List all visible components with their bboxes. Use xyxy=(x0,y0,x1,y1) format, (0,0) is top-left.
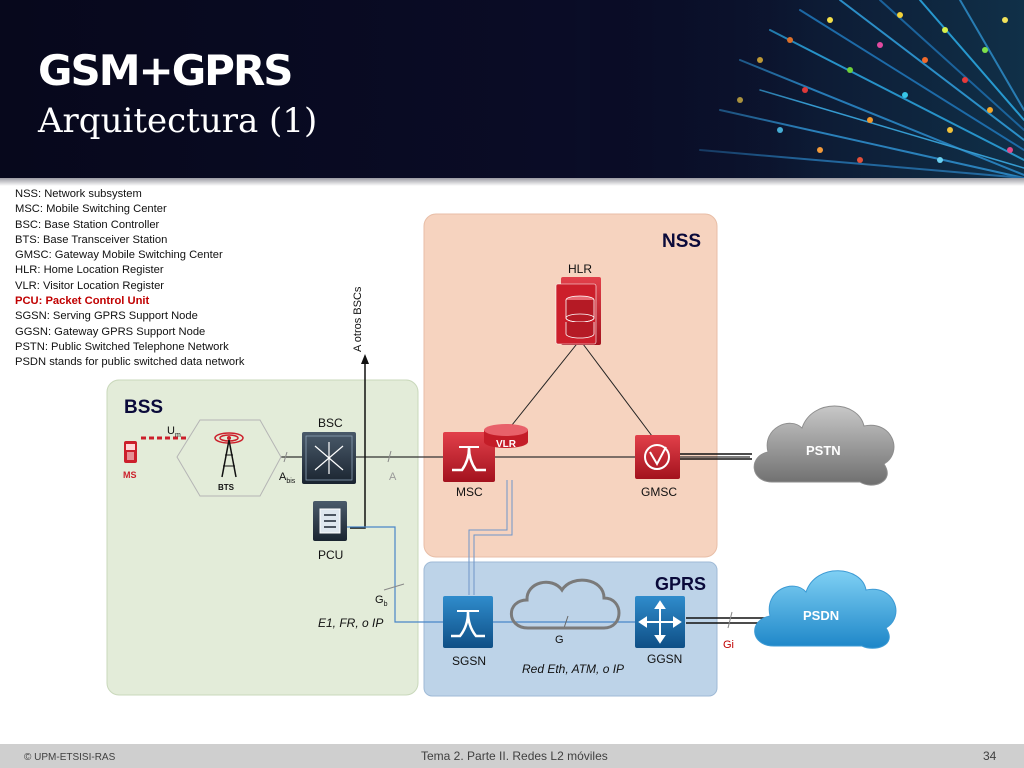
gprs-label: GPRS xyxy=(655,574,706,594)
gb-tick xyxy=(383,583,405,591)
gb-link xyxy=(330,526,445,623)
other-bscs-label: A otros BSCs xyxy=(352,286,364,352)
bts-cell-hexagon xyxy=(176,419,282,497)
glossary-item: VLR: Visitor Location Register xyxy=(15,279,165,292)
g-tick xyxy=(563,615,569,629)
vlr-label: VLR xyxy=(496,439,517,450)
msc-switch-icon xyxy=(443,432,495,482)
glossary-item-highlighted: PCU: Packet Control Unit xyxy=(15,295,150,308)
sgsn-router-icon xyxy=(443,596,493,648)
bsc-device-icon xyxy=(302,432,356,484)
psdn-label: PSDN xyxy=(803,608,839,623)
gprs-transport-label: Red Eth, ATM, o IP xyxy=(522,662,624,676)
sgsn-msc-link-1 xyxy=(468,480,508,595)
sgsn-label: SGSN xyxy=(452,654,486,668)
ggsn-label: GGSN xyxy=(647,652,682,666)
gb-interface-label: Gb xyxy=(375,594,388,608)
glossary-item: GMSC: Gateway Mobile Switching Center xyxy=(15,249,223,262)
pstn-cloud-icon xyxy=(753,405,895,486)
gmsc-label: GMSC xyxy=(641,485,677,499)
abis-tick xyxy=(283,451,288,463)
ms-phone-icon xyxy=(124,441,137,463)
um-interface-label: Um xyxy=(167,425,181,439)
a-interface-label: A xyxy=(389,471,397,483)
footer-copyright: © UPM-ETSISI-RAS xyxy=(24,752,116,763)
abis-interface-label: Abis xyxy=(279,471,296,485)
nss-label: NSS xyxy=(662,231,701,252)
vlr-database-icon xyxy=(484,424,528,448)
bts-label: BTS xyxy=(218,483,235,492)
pcu-label: PCU xyxy=(318,548,343,562)
slide-footer: © UPM-ETSISI-RAS Tema 2. Parte II. Redes… xyxy=(0,744,1024,768)
psdn-cloud-icon xyxy=(754,570,897,649)
header-shadow xyxy=(0,178,1024,186)
slide-subtitle: Arquitectura (1) xyxy=(38,101,318,141)
other-bscs-arrow xyxy=(361,354,369,364)
bss-transport-label: E1, FR, o IP xyxy=(318,616,383,630)
footer-page-number: 34 xyxy=(983,749,997,763)
hlr-database-icon xyxy=(555,277,601,345)
glossary-item: GGSN: Gateway GPRS Support Node xyxy=(15,325,206,338)
bss-label: BSS xyxy=(124,397,163,418)
hlr-gmsc-link xyxy=(579,339,656,441)
glossary-item: NSS: Network subsystem xyxy=(15,188,142,200)
gmsc-switch-icon xyxy=(635,435,680,479)
a-tick xyxy=(387,450,392,463)
gsm-gprs-architecture-diagram: BSS NSS GPRS MS BTS xyxy=(106,213,897,697)
g-backbone-cloud xyxy=(510,578,621,630)
glossary-item: SGSN: Serving GPRS Support Node xyxy=(15,310,198,323)
sgsn-msc-link-2 xyxy=(473,480,513,595)
gi-interface-label: Gi xyxy=(723,639,734,651)
glossary-item: BTS: Base Transceiver Station xyxy=(15,233,168,246)
glossary-list: NSS: Network subsystem MSC: Mobile Switc… xyxy=(15,187,244,371)
ms-label: MS xyxy=(123,470,137,480)
glossary-item: BSC: Base Station Controller xyxy=(15,218,160,231)
msc-label: MSC xyxy=(456,485,483,499)
slide-header: GSM+GPRS Arquitectura (1) xyxy=(0,0,1024,178)
bts-tower-icon xyxy=(214,432,244,478)
other-bscs-link xyxy=(350,362,366,529)
gi-tick xyxy=(727,611,733,629)
glossary-item: PSDN stands for public switched data net… xyxy=(15,356,245,369)
slide-title: GSM+GPRS xyxy=(38,46,294,95)
hlr-vlr-link xyxy=(507,339,581,431)
ggsn-router-icon xyxy=(635,596,685,648)
g-interface-label: G xyxy=(555,634,564,646)
glossary-item: PSTN: Public Switched Telephone Network xyxy=(15,340,229,353)
fiber-optic-background-image xyxy=(590,0,1024,178)
footer-course-title: Tema 2. Parte II. Redes L2 móviles xyxy=(421,749,608,763)
hlr-label: HLR xyxy=(568,262,592,276)
bsc-label: BSC xyxy=(318,416,343,430)
pstn-label: PSTN xyxy=(806,443,841,458)
pcu-device-icon xyxy=(313,501,347,541)
glossary-item: MSC: Mobile Switching Center xyxy=(15,203,167,216)
glossary-item: HLR: Home Location Register xyxy=(15,264,164,277)
